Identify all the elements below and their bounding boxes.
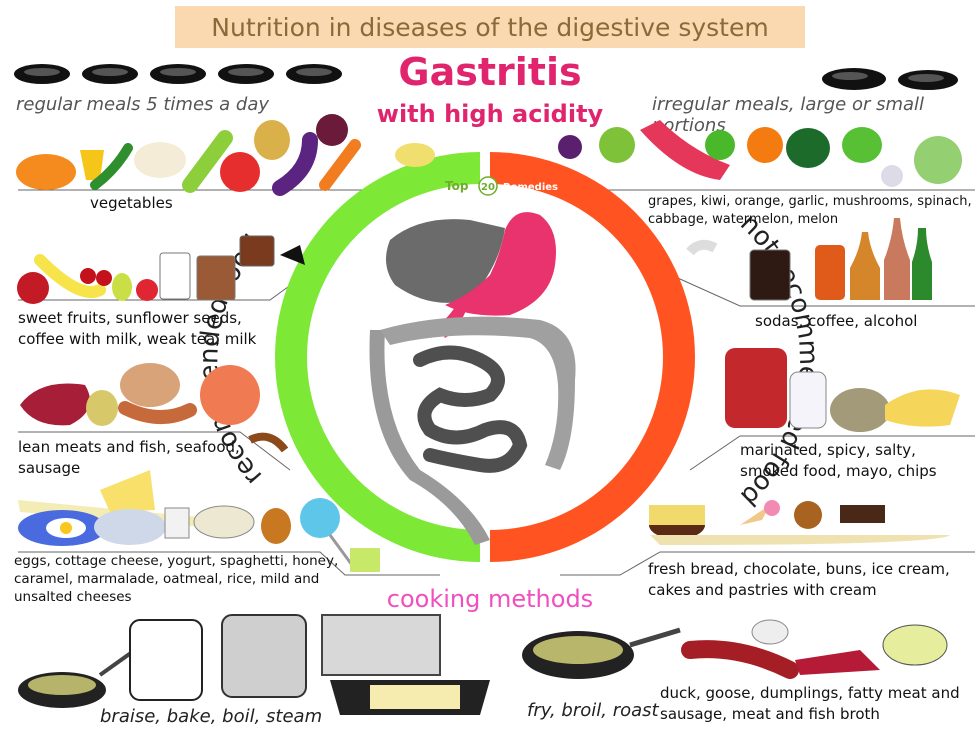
irregular-meals-plates (822, 68, 970, 94)
plate-icon (150, 64, 206, 84)
plate-icon (286, 64, 342, 84)
cooking-good-label: braise, bake, boil, steam (100, 706, 323, 727)
forbidden-drink-icons (686, 218, 932, 301)
forbidden-fruit-icons (558, 120, 962, 187)
page-title: Gastritis (398, 50, 582, 94)
not-recommended-drinks-label: sodas, coffee, alcohol (755, 312, 918, 330)
plate-icon (82, 64, 138, 84)
cooking-methods-title: cooking methods (386, 585, 594, 613)
meat-icons (20, 363, 289, 453)
recommended-vegetables-label: vegetables (90, 194, 173, 212)
pot-icon (221, 614, 307, 698)
cooking-bad-icons (522, 619, 948, 679)
digestive-system-icon (369, 212, 576, 545)
plate-icon (898, 70, 958, 90)
svg-text:Top: Top (445, 179, 469, 193)
not-recommended-pastry-label: fresh bread, chocolate, buns, ice cream,… (648, 560, 950, 599)
recommended-fruits-label: sweet fruits, sunflower seeds, coffee wi… (18, 309, 257, 348)
not-recommended-preserves-label: marinated, spicy, salty, smoked food, ma… (740, 441, 937, 480)
forbidden-pastry-icons (649, 500, 950, 545)
connector-lines (18, 167, 975, 576)
not-recommended-arc (490, 152, 695, 562)
plate-icon (218, 64, 274, 84)
regular-meals-note: regular meals 5 times a day (16, 94, 270, 115)
regular-meals-plates (14, 64, 354, 88)
svg-text:20: 20 (481, 182, 495, 193)
cooking-bad-foods-label: duck, goose, dumplings, fatty meat and s… (660, 684, 960, 723)
cooking-bad-label: fry, broil, roast (527, 700, 659, 721)
oven-icon (321, 614, 441, 676)
recommended-arc (275, 152, 480, 562)
cooking-good-icons (18, 614, 490, 715)
recommended-dairy-label: eggs, cottage cheese, yogurt, spaghetti,… (14, 553, 339, 605)
recommended-meats-label: lean meats and fish, seafood, sausage (18, 438, 240, 477)
not-recommended-fruits-label: grapes, kiwi, orange, garlic, mushrooms,… (648, 194, 972, 227)
fish-icon (200, 365, 260, 425)
page-subtitle: with high acidity (376, 100, 604, 128)
page-banner: Nutrition in diseases of the digestive s… (175, 6, 805, 48)
plate-icon (822, 68, 886, 90)
svg-text:Remedies: Remedies (503, 182, 558, 193)
fruit-icons (17, 254, 158, 304)
logo: Top 20 Remedies (445, 176, 558, 196)
forbidden-preserve-icons (725, 348, 960, 432)
drink-icons (159, 235, 305, 301)
dairy-icons (18, 470, 380, 572)
plate-icon (14, 64, 70, 84)
vegetable-icons (16, 114, 435, 196)
